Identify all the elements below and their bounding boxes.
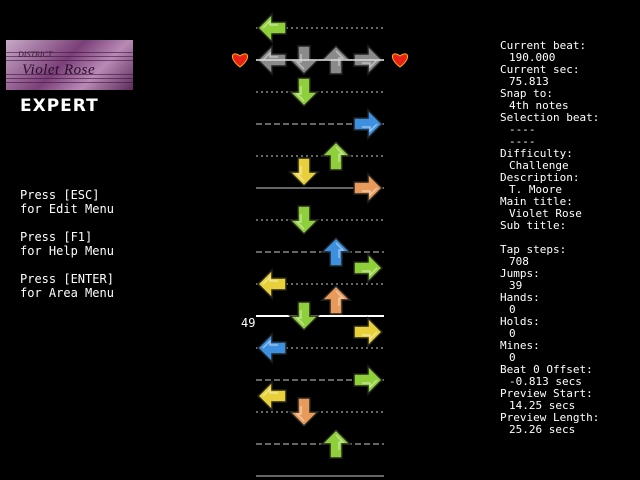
tap-steps-value: 708: [509, 255, 529, 268]
song-stats-panel: Current beat:190.000 Current sec:75.813 …: [500, 40, 640, 436]
note-down-arrow[interactable]: [288, 397, 320, 428]
banner-title: Violet Rose: [22, 62, 96, 78]
song-banner: DISTRICT Violet Rose: [6, 40, 133, 90]
help-esc: Press [ESC]for Edit Menu: [20, 188, 114, 216]
life-heart-left-icon: [232, 53, 248, 68]
note-right-arrow[interactable]: [353, 252, 384, 284]
current-sec: 75.813: [509, 75, 549, 88]
note-right-arrow[interactable]: [353, 108, 384, 140]
note-down-arrow[interactable]: [288, 205, 320, 236]
note-left-arrow[interactable]: [256, 12, 287, 44]
note-up-arrow[interactable]: [320, 236, 352, 267]
help-enter: Press [ENTER]for Area Menu: [20, 272, 114, 300]
banner-subtitle: DISTRICT: [18, 50, 53, 59]
note-left-arrow[interactable]: [256, 380, 287, 412]
note-right-arrow[interactable]: [353, 172, 384, 204]
note-left-arrow[interactable]: [256, 332, 287, 364]
beat-marker: 49: [241, 316, 256, 330]
note-down-arrow[interactable]: [288, 77, 320, 108]
life-heart-right-icon: [392, 53, 408, 68]
note-right-arrow[interactable]: [353, 316, 384, 348]
note-left-arrow[interactable]: [256, 268, 287, 300]
note-up-arrow[interactable]: [320, 140, 352, 171]
difficulty-label: EXPERT: [20, 96, 99, 116]
note-down-arrow[interactable]: [288, 301, 320, 332]
difficulty-value: Challenge: [509, 159, 569, 172]
note-right-arrow[interactable]: [353, 364, 384, 396]
help-f1: Press [F1]for Help Menu: [20, 230, 114, 258]
note-down-arrow[interactable]: [288, 157, 320, 188]
main-title-value: Violet Rose: [509, 207, 582, 220]
note-up-arrow[interactable]: [320, 284, 352, 315]
snap-to: 4th notes: [509, 99, 569, 112]
note-up-arrow[interactable]: [320, 428, 352, 459]
current-beat: 190.000: [509, 51, 556, 64]
offset-value: -0.813 secs: [509, 375, 582, 388]
description-value: T. Moore: [509, 183, 562, 196]
